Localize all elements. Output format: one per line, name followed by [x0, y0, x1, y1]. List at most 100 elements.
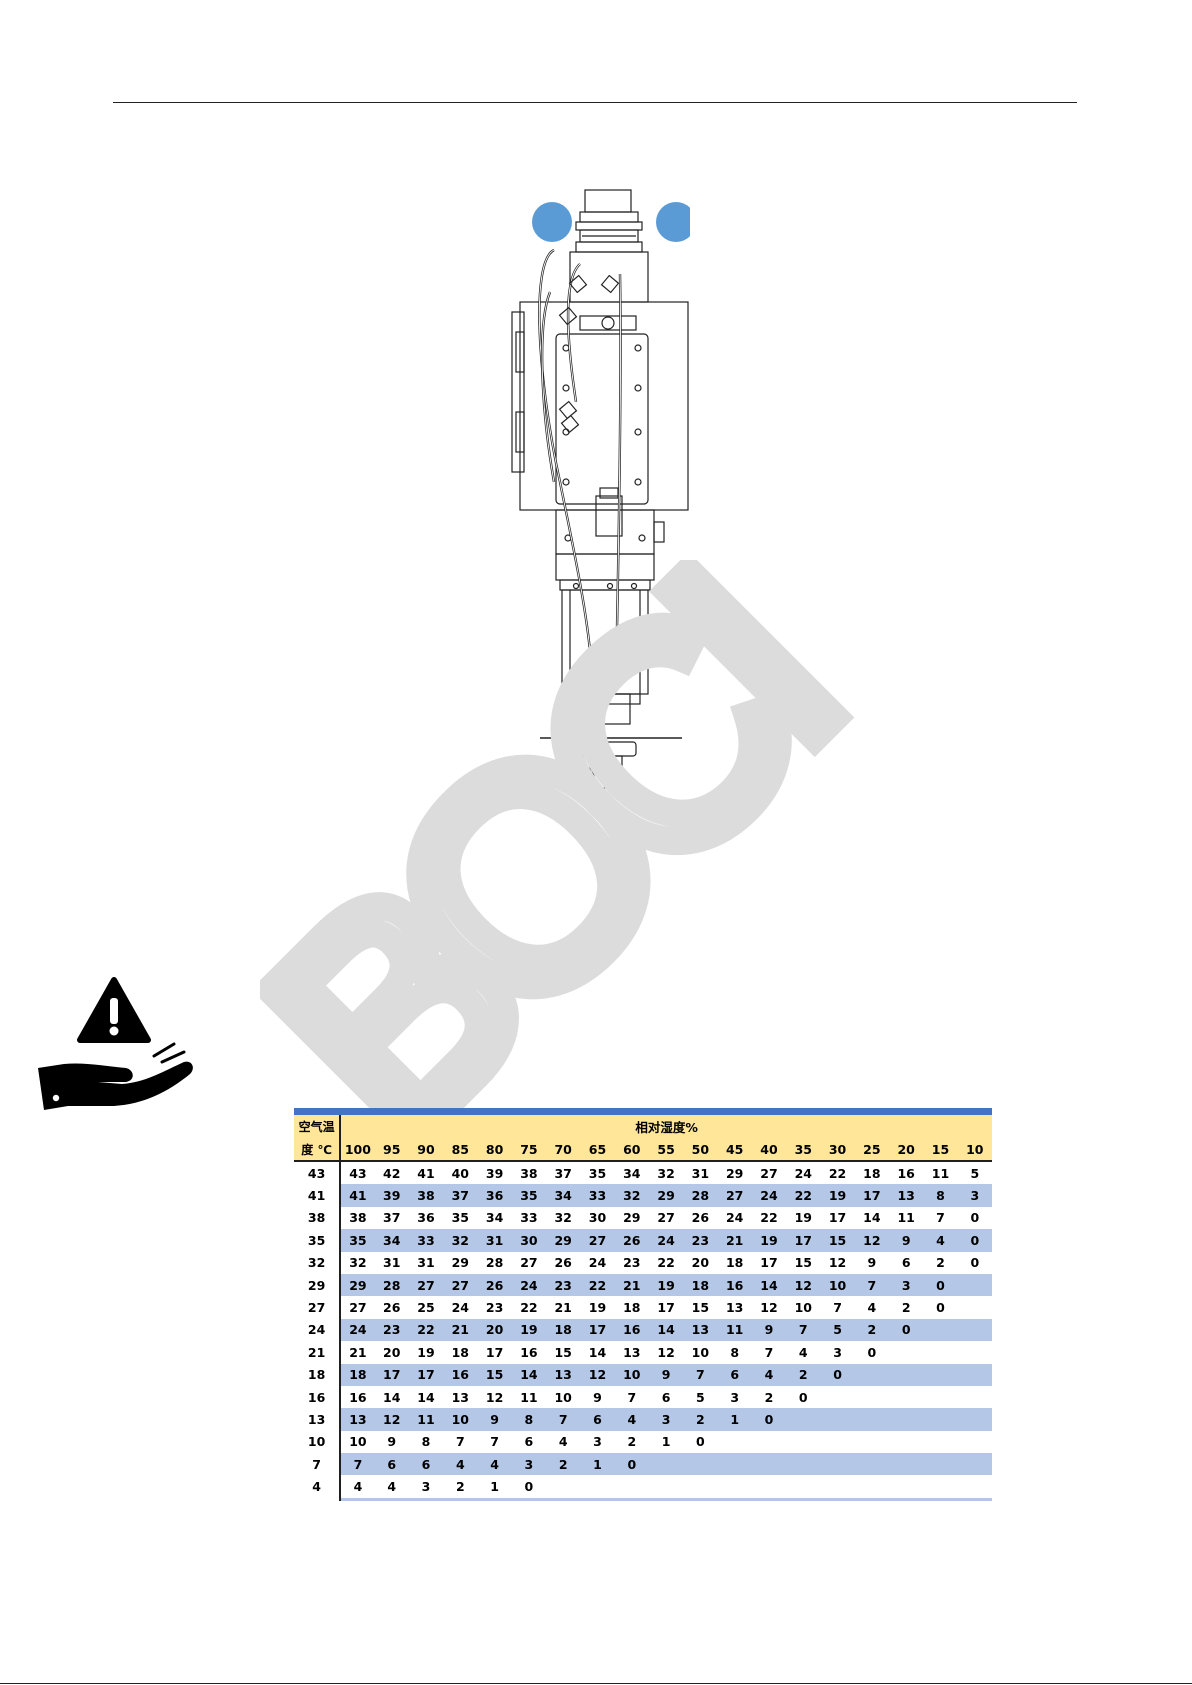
dew-point-cell [820, 1475, 854, 1497]
dew-point-cell: 23 [546, 1273, 581, 1297]
dew-point-cell: 7 [786, 1318, 821, 1342]
dew-point-cell: 4 [558, 1434, 568, 1450]
dew-point-cell [855, 1475, 889, 1497]
dew-point-cell: 2 [901, 1300, 911, 1316]
table-bottom-bar [294, 1497, 992, 1501]
dew-point-cell: 2 [764, 1389, 774, 1405]
dew-point-cell: 12 [374, 1408, 409, 1431]
dew-point-cell: 12 [854, 1229, 890, 1252]
humidity-column-header: 20 [889, 1138, 924, 1162]
dew-point-cell: 9 [751, 1318, 787, 1342]
dew-point-cell [649, 1475, 683, 1497]
dew-point-cell: 13 [546, 1363, 581, 1386]
dew-point-cell: 22 [786, 1184, 821, 1207]
air-temperature-cell: 38 [294, 1206, 342, 1230]
dew-point-cell: 8 [730, 1344, 740, 1360]
dew-point-cell: 42 [383, 1165, 401, 1181]
dew-point-cell: 15 [691, 1300, 710, 1316]
dew-point-cell [718, 1475, 752, 1497]
dew-point-cell: 7 [490, 1434, 499, 1450]
dew-point-cell: 3 [593, 1434, 602, 1450]
dew-point-cell: 6 [524, 1434, 534, 1450]
callout-marker-right [656, 202, 690, 242]
dew-point-cell: 10 [349, 1434, 367, 1450]
dew-point-cell: 19 [511, 1318, 547, 1342]
dew-point-cell: 30 [511, 1229, 547, 1252]
dew-point-cell: 29 [648, 1184, 684, 1207]
dew-point-cell: 28 [683, 1184, 718, 1207]
dew-point-cell [958, 1341, 992, 1363]
dew-point-cell: 8 [421, 1434, 431, 1450]
dew-point-cell [683, 1453, 718, 1476]
dew-point-cell: 36 [477, 1184, 512, 1207]
dew-point-cell: 2 [683, 1408, 718, 1431]
dew-point-cell [958, 1431, 992, 1453]
humidity-column-header: 100 [340, 1138, 375, 1162]
dew-point-cell: 27 [408, 1273, 444, 1297]
dew-point-cell: 15 [794, 1255, 812, 1271]
dew-point-cell [957, 1318, 992, 1342]
dew-point-cell: 4 [867, 1300, 877, 1316]
dew-point-cell: 24 [794, 1165, 812, 1181]
dew-point-cell: 32 [657, 1165, 675, 1181]
dew-point-cell: 33 [520, 1210, 538, 1226]
dew-point-cell: 1 [717, 1408, 752, 1431]
dew-point-cell [854, 1408, 890, 1431]
dew-point-cell: 2 [627, 1434, 637, 1450]
dew-point-cell [957, 1273, 992, 1297]
dew-point-cell: 4 [477, 1453, 512, 1476]
dew-point-cell: 37 [383, 1210, 401, 1226]
dew-point-cell: 4 [614, 1408, 649, 1431]
dew-point-cell [923, 1318, 958, 1342]
dew-point-cell: 27 [520, 1255, 538, 1271]
dew-point-cell: 13 [451, 1389, 469, 1405]
dew-point-cell: 14 [417, 1389, 435, 1405]
dew-point-cell: 29 [546, 1229, 581, 1252]
dew-point-cell: 7 [455, 1434, 465, 1450]
dew-point-cell [923, 1408, 958, 1431]
dew-point-cell: 13 [623, 1344, 641, 1360]
dew-point-cell: 0 [936, 1300, 945, 1316]
dew-point-cell: 15 [820, 1229, 855, 1252]
dew-point-cell: 16 [349, 1389, 367, 1405]
dew-point-cell [752, 1475, 786, 1497]
dew-point-cell: 0 [923, 1273, 958, 1297]
dew-point-cell: 9 [593, 1389, 602, 1405]
dew-point-cell: 24 [751, 1184, 787, 1207]
dew-point-cell: 18 [546, 1318, 581, 1342]
dew-point-cell: 21 [443, 1318, 478, 1342]
dew-point-cell: 17 [408, 1363, 444, 1386]
air-temperature-cell: 18 [294, 1363, 342, 1386]
dew-point-cell [855, 1386, 889, 1408]
dew-point-cell: 14 [511, 1363, 547, 1386]
dew-point-cell: 6 [374, 1453, 409, 1476]
air-temperature-cell: 16 [294, 1385, 342, 1409]
dew-point-cell [923, 1453, 958, 1476]
air-temperature-cell: 13 [294, 1408, 342, 1431]
dew-point-cell: 12 [657, 1344, 675, 1360]
dew-point-cell: 22 [760, 1210, 778, 1226]
dew-point-cell: 33 [580, 1184, 615, 1207]
dew-point-cell: 10 [820, 1273, 855, 1297]
dew-point-cell: 40 [451, 1165, 469, 1181]
dew-point-cell: 10 [794, 1300, 812, 1316]
dew-point-cell: 6 [408, 1453, 444, 1476]
dew-point-cell: 13 [725, 1300, 744, 1316]
humidity-column-header: 40 [751, 1138, 787, 1162]
dew-point-cell: 34 [623, 1165, 641, 1181]
dew-point-cell: 34 [374, 1229, 409, 1252]
air-temperature-cell: 21 [294, 1341, 342, 1364]
dew-point-cell: 41 [340, 1184, 375, 1207]
dew-point-cell: 18 [623, 1300, 641, 1316]
dew-point-cell: 32 [443, 1229, 478, 1252]
dew-point-cell: 19 [820, 1184, 855, 1207]
dew-point-cell: 31 [691, 1165, 710, 1181]
dew-point-cell: 34 [546, 1184, 581, 1207]
dew-point-cell: 26 [554, 1255, 572, 1271]
dew-point-cell: 26 [383, 1300, 401, 1316]
dew-point-cell: 22 [828, 1165, 847, 1181]
